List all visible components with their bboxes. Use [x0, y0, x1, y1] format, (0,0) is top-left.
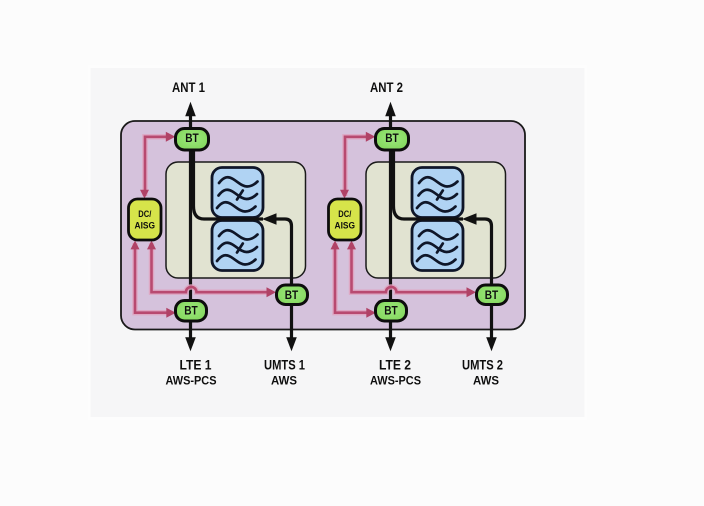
svg-text:BT: BT	[185, 133, 199, 145]
svg-text:DC/: DC/	[138, 209, 151, 220]
svg-text:AWS: AWS	[271, 374, 297, 388]
svg-text:BT: BT	[485, 290, 499, 302]
svg-text:ANT 2: ANT 2	[370, 80, 403, 95]
svg-text:BT: BT	[384, 306, 398, 318]
svg-text:LTE 2: LTE 2	[379, 357, 411, 373]
svg-text:AISG: AISG	[335, 221, 356, 232]
svg-text:BT: BT	[385, 133, 399, 145]
svg-text:UMTS 1: UMTS 1	[264, 357, 305, 373]
svg-text:ANT 1: ANT 1	[172, 80, 205, 95]
svg-text:UMTS 2: UMTS 2	[462, 357, 503, 373]
svg-text:AWS-PCS: AWS-PCS	[370, 374, 421, 388]
svg-text:DC/: DC/	[338, 209, 351, 220]
svg-text:AWS-PCS: AWS-PCS	[166, 374, 217, 388]
svg-text:AISG: AISG	[135, 221, 156, 232]
svg-text:AWS: AWS	[473, 374, 499, 388]
svg-text:LTE 1: LTE 1	[180, 357, 212, 373]
svg-text:BT: BT	[184, 306, 198, 318]
svg-text:BT: BT	[285, 290, 299, 302]
